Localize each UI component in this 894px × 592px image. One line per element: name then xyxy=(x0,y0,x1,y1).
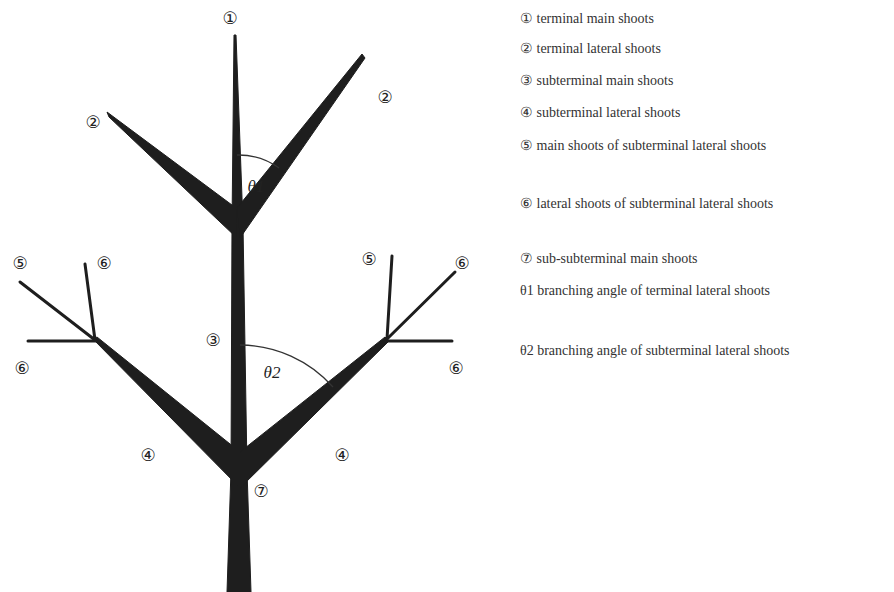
trunk xyxy=(227,35,251,592)
twig xyxy=(387,256,392,339)
twig xyxy=(387,272,455,339)
key-entry: ① terminal main shoots xyxy=(520,6,795,31)
callout-number: ④ xyxy=(334,447,349,464)
angle-arc xyxy=(237,155,279,168)
key-entry: θ2 branching angle of subterminal latera… xyxy=(520,338,795,363)
callout-number: ⑤ xyxy=(12,255,27,272)
angle-label: θ2 xyxy=(264,364,281,381)
key-entry: θ1 branching angle of terminal lateral s… xyxy=(520,278,795,303)
callout-number: ③ xyxy=(205,332,220,349)
branch xyxy=(237,54,365,238)
callout-number: ② xyxy=(85,114,100,131)
branch xyxy=(107,112,237,238)
callout-number: ⑤ xyxy=(361,251,376,268)
callout-number: ⑥ xyxy=(448,360,463,377)
branch xyxy=(93,337,240,488)
key-entry: ⑥ lateral shoots of subterminal lateral … xyxy=(520,191,795,216)
twig xyxy=(20,282,95,340)
angle-label: θ1 xyxy=(248,178,265,195)
callout-number: ⑦ xyxy=(253,483,268,500)
key-entry: ③ subterminal main shoots xyxy=(520,68,795,93)
callout-number: ② xyxy=(377,89,392,106)
callout-number: ① xyxy=(222,10,237,27)
branch xyxy=(240,337,389,488)
angle-arc xyxy=(240,345,333,387)
key-entry: ② terminal lateral shoots xyxy=(520,36,795,61)
callout-number: ⑥ xyxy=(14,360,29,377)
callout-number: ⑥ xyxy=(454,255,469,272)
twig xyxy=(28,340,96,343)
callout-number: ④ xyxy=(140,447,155,464)
twig xyxy=(85,264,95,340)
key-entry: ⑦ sub-subterminal main shoots xyxy=(520,246,795,271)
key-entry: ⑤ main shoots of subterminal lateral sho… xyxy=(520,133,795,158)
twig xyxy=(388,340,452,343)
callout-number: ⑥ xyxy=(96,255,111,272)
key-entry: ④ subterminal lateral shoots xyxy=(520,100,795,125)
